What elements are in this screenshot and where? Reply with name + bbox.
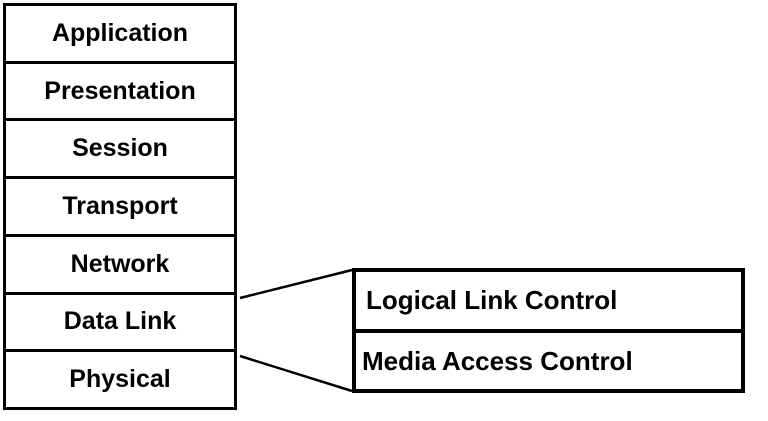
osi-layer-transport[interactable]: Transport <box>6 179 234 237</box>
osi-layer-network[interactable]: Network <box>6 236 234 295</box>
upper-connector-line <box>239 268 353 300</box>
osi-layer-application[interactable]: Application <box>6 6 234 64</box>
data-link-sublayer-box: Logical Link Control Media Access Contro… <box>352 268 745 393</box>
osi-layer-label: Presentation <box>44 76 196 105</box>
osi-layer-label: Application <box>51 18 189 47</box>
osi-layer-stack: Application Presentation Session Transpo… <box>3 3 237 410</box>
osi-layer-label: Data Link <box>63 307 177 336</box>
lower-connector-line <box>239 354 353 393</box>
osi-layer-label: Network <box>70 249 170 278</box>
sublayer-label: Media Access Control <box>362 345 633 376</box>
osi-layer-physical[interactable]: Physical <box>6 352 234 408</box>
sublayer-media-access-control[interactable]: Media Access Control <box>356 332 741 389</box>
osi-layer-presentation[interactable]: Presentation <box>6 63 234 122</box>
sublayer-logical-link-control[interactable]: Logical Link Control <box>356 272 741 333</box>
osi-layer-label: Physical <box>69 365 171 394</box>
sublayer-label: Logical Link Control <box>366 285 618 316</box>
osi-layer-data-link[interactable]: Data Link <box>6 294 234 353</box>
osi-layer-label: Transport <box>62 192 178 221</box>
osi-layer-session[interactable]: Session <box>6 121 234 180</box>
osi-layer-label: Session <box>72 134 168 163</box>
